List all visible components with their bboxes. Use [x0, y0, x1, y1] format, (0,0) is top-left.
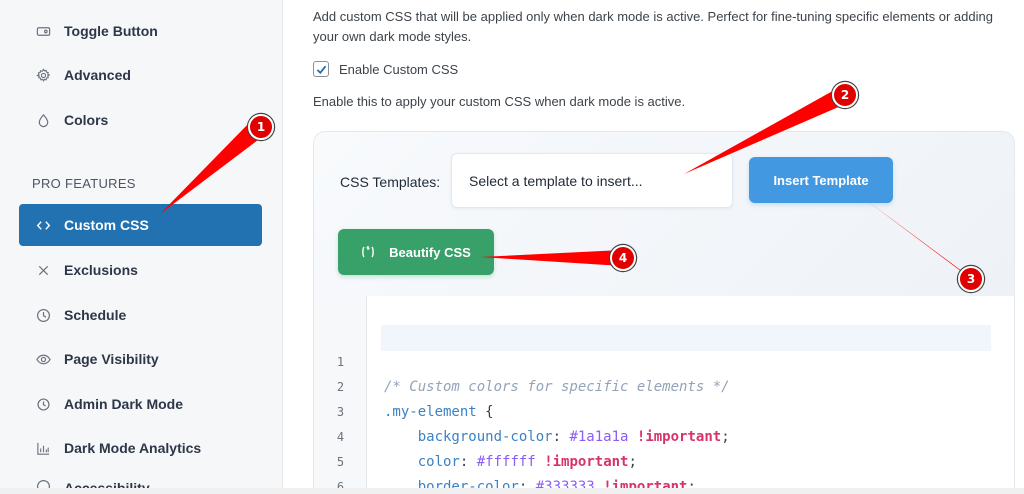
line-number: 6: [336, 480, 345, 494]
section-label-pro-features: PRO FEATURES: [32, 176, 136, 191]
code-value: #1a1a1a: [569, 429, 629, 445]
line-number: 4: [336, 430, 345, 444]
sidebar-item-label: Accessibility: [64, 480, 150, 488]
sidebar-item-colors[interactable]: Colors: [19, 99, 262, 141]
sidebar-item-accessibility[interactable]: Accessibility: [19, 472, 262, 488]
sidebar-item-schedule[interactable]: Schedule: [19, 294, 262, 336]
code-line: 5 border-color: #333333 !important;: [314, 425, 1014, 494]
clock-icon: [35, 307, 51, 323]
line-number: 1: [336, 355, 345, 369]
code-line: 6 }: [314, 450, 1014, 494]
code-line: 1 /* Custom colors for specific elements…: [314, 325, 1014, 395]
line-number-gutter: [314, 296, 367, 488]
clock-icon: [35, 478, 51, 488]
code-selector: .my-element: [384, 404, 477, 420]
sidebar-item-page-visibility[interactable]: Page Visibility: [19, 338, 262, 380]
sidebar-item-label: Advanced: [64, 67, 131, 83]
annotation-badge-2: 2: [832, 82, 858, 108]
sidebar-item-custom-css[interactable]: Custom CSS: [19, 204, 262, 246]
sidebar-item-dark-mode-analytics[interactable]: Dark Mode Analytics: [19, 427, 262, 469]
insert-template-button[interactable]: Insert Template: [749, 157, 893, 203]
gear-icon: [35, 67, 51, 83]
checkmark-icon: [316, 65, 326, 74]
css-code-editor[interactable]: 1 /* Custom colors for specific elements…: [313, 296, 1015, 494]
beautify-css-label: Beautify CSS: [389, 244, 471, 260]
code-comment: /* Custom colors for specific elements *…: [384, 379, 730, 395]
code-icon: [35, 217, 51, 233]
sidebar-item-label: Page Visibility: [64, 351, 159, 367]
sidebar-item-exclusions[interactable]: Exclusions: [19, 249, 262, 291]
bottom-bar: [0, 488, 1024, 494]
sidebar-item-label: Toggle Button: [64, 23, 158, 39]
sidebar-item-label: Colors: [64, 112, 109, 128]
css-template-select-value: Select a template to insert...: [469, 172, 643, 189]
enable-help-text: Enable this to apply your custom CSS whe…: [313, 94, 686, 109]
code-property: color: [417, 454, 460, 470]
sidebar-item-label: Custom CSS: [64, 217, 149, 233]
sidebar-item-admin-dark-mode[interactable]: Admin Dark Mode: [19, 383, 262, 425]
beautify-css-button[interactable]: Beautify CSS: [338, 229, 494, 275]
sidebar-item-advanced[interactable]: Advanced: [19, 54, 262, 96]
line-number: 2: [336, 380, 345, 394]
bar-chart-icon: [35, 440, 51, 456]
css-template-select[interactable]: Select a template to insert...: [451, 153, 733, 208]
code-line: 3 background-color: #1a1a1a !important;: [314, 375, 1014, 445]
code-property: background-color: [417, 429, 553, 445]
page-scroll-gutter: [1015, 0, 1024, 488]
toggle-icon: [35, 23, 51, 39]
annotation-badge-3: 3: [958, 266, 984, 292]
code-important: !important: [636, 429, 722, 445]
code-line: 2 .my-element {: [314, 350, 1014, 420]
sidebar-item-label: Dark Mode Analytics: [64, 440, 202, 456]
sidebar-item-toggle-button[interactable]: Toggle Button: [19, 10, 262, 52]
eye-icon: [35, 351, 51, 367]
droplet-icon: [35, 112, 51, 128]
active-line-highlight: [381, 325, 991, 351]
x-icon: [35, 262, 51, 278]
enable-custom-css-row[interactable]: Enable Custom CSS: [313, 61, 458, 77]
clock-icon: [35, 396, 51, 412]
annotation-badge-1: 1: [248, 114, 274, 140]
code-important: !important: [544, 454, 629, 470]
css-templates-label: CSS Templates:: [340, 174, 441, 190]
section-description: Add custom CSS that will be applied only…: [313, 9, 993, 44]
sidebar-item-label: Admin Dark Mode: [64, 396, 184, 412]
enable-custom-css-checkbox[interactable]: [313, 61, 329, 77]
sidebar-item-label: Schedule: [64, 307, 127, 323]
sidebar: Toggle Button Advanced Colors PRO FEATUR…: [0, 0, 283, 488]
enable-custom-css-label: Enable Custom CSS: [339, 61, 459, 77]
line-number: 5: [336, 455, 345, 469]
sidebar-item-label: Exclusions: [64, 262, 138, 278]
line-number: 3: [336, 405, 345, 419]
code-brace: {: [476, 404, 494, 420]
code-value: #ffffff: [476, 454, 536, 470]
magic-wand-icon: [361, 244, 375, 260]
annotation-badge-4: 4: [610, 245, 636, 271]
code-line: 4 color: #ffffff !important;: [314, 400, 1014, 470]
